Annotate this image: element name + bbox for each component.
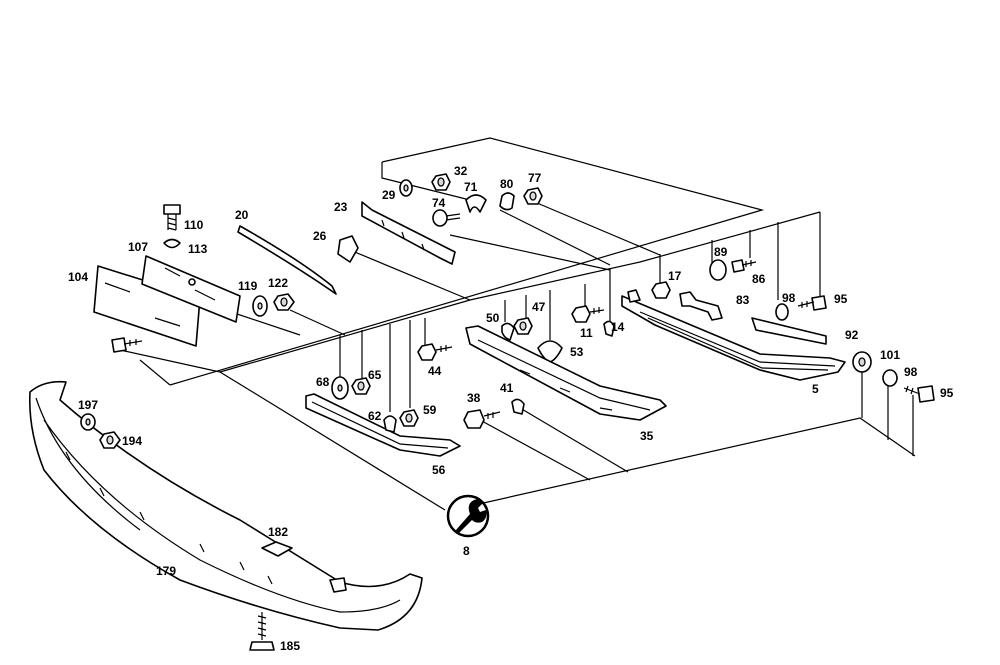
bolt-38-icon [463,409,501,429]
label-8: 8 [463,544,470,558]
label-35: 35 [640,429,654,443]
clip-62 [383,415,397,433]
label-53: 53 [570,345,584,359]
label-179: 179 [156,564,176,578]
label-95-upper: 95 [834,292,848,306]
label-17: 17 [668,269,682,283]
label-197: 197 [78,398,98,412]
label-113: 113 [188,242,208,256]
label-26: 26 [313,229,327,243]
rubber-strip-20 [237,225,337,295]
label-20: 20 [235,208,249,222]
label-11: 11 [580,326,593,340]
mounting-rail-23 [361,201,456,265]
label-77: 77 [528,171,542,185]
label-92: 92 [845,328,859,342]
label-62: 62 [368,409,382,423]
clip-14 [603,320,615,337]
bolt-lower-left-icon [111,337,143,353]
label-41: 41 [500,381,514,395]
clip-50 [501,322,515,341]
label-44: 44 [428,364,442,378]
label-89: 89 [714,245,728,259]
label-50: 50 [486,311,500,325]
label-182: 182 [268,525,288,539]
bolt-95-lower-icon [903,385,935,403]
label-38: 38 [467,391,481,405]
label-59: 59 [423,403,437,417]
wrench-icon [446,494,490,538]
bolt-86-icon [709,259,757,281]
label-104: 104 [68,270,88,284]
label-185: 185 [280,639,300,653]
label-5: 5 [812,382,819,396]
clip-113-icon [163,238,181,249]
bumper-rail-5 [621,289,846,381]
label-74: 74 [432,196,446,210]
clip-41 [511,398,525,415]
label-14: 14 [611,320,625,334]
clip-80 [499,192,515,211]
front-bumper-179 [28,380,423,631]
bracket-92 [751,317,827,345]
washer-98-upper [775,303,789,321]
label-98-lower: 98 [904,365,918,379]
label-119: 119 [238,279,258,293]
bracket-83 [679,291,723,321]
label-98-upper: 98 [782,291,796,305]
clip-71 [465,194,487,213]
bolt-95-upper-icon [797,295,827,311]
label-56: 56 [432,463,446,477]
label-95-lower: 95 [940,386,954,400]
bolt-110-icon [163,204,181,231]
label-68: 68 [316,375,330,389]
bumper-strip-35 [465,325,667,421]
label-47: 47 [532,300,546,314]
bumper-strip-56 [305,393,461,457]
label-65: 65 [368,368,382,382]
label-86: 86 [752,272,766,286]
nut-17 [651,281,671,299]
label-122: 122 [268,276,288,290]
label-80: 80 [500,177,514,191]
label-101: 101 [880,348,900,362]
label-107: 107 [128,240,148,254]
washer-98-lower [882,369,898,387]
label-83: 83 [736,293,750,307]
label-32: 32 [454,164,468,178]
label-29: 29 [382,188,396,202]
part-labels: 5 8 11 14 17 20 23 26 29 32 35 38 41 44 … [68,164,954,653]
label-110: 110 [184,218,204,232]
plug-53 [537,340,563,363]
label-23: 23 [334,200,348,214]
clip-26 [337,235,359,263]
license-plate-bracket [93,255,241,347]
screw-185-icon [249,612,275,651]
bolt-11-icon [571,305,605,323]
bolt-44-icon [417,343,453,361]
clip-182 [261,541,293,557]
label-71: 71 [464,180,478,194]
screw-74-icon [432,209,461,227]
label-194: 194 [122,434,142,448]
